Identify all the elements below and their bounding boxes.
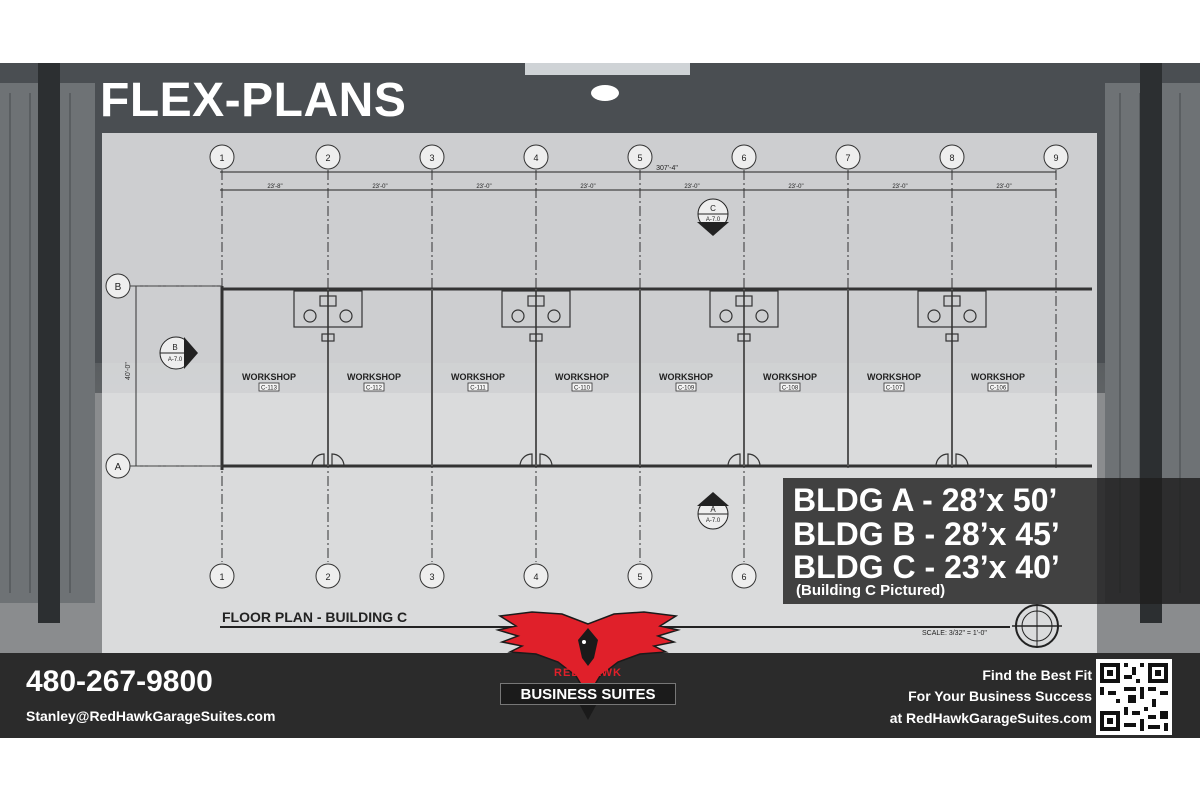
- unit-label: WORKSHOP C-112: [347, 372, 401, 392]
- phone-number[interactable]: 480-267-9800: [26, 665, 213, 698]
- grid-bubble-bottom-5: 5: [637, 572, 642, 582]
- unit-workshop-label: WORKSHOP: [347, 372, 401, 382]
- unit-number: C-113: [261, 386, 278, 392]
- overall-dimension: 307'-4": [656, 165, 678, 172]
- unit-label: WORKSHOP C-107: [867, 372, 921, 392]
- unit-workshop-label: WORKSHOP: [763, 372, 817, 382]
- unit-number: C-110: [574, 386, 591, 392]
- unit-workshop-label: WORKSHOP: [659, 372, 713, 382]
- grid-bubble-7: 7: [845, 153, 850, 163]
- restroom-fixtures: [917, 290, 987, 342]
- unit-label: WORKSHOP C-106: [971, 372, 1025, 392]
- unit-label: WORKSHOP C-108: [763, 372, 817, 392]
- building-note: (Building C Pictured): [796, 582, 946, 599]
- unit-label: WORKSHOP C-113: [242, 372, 296, 392]
- grid-bubble-2: 2: [325, 153, 330, 163]
- brand-name-bottom: BUSINESS SUITES: [500, 683, 676, 705]
- unit-workshop-label: WORKSHOP: [242, 372, 296, 382]
- depth-dimension: 40'-0": [125, 362, 132, 380]
- bay-dimension: 23'-0": [580, 184, 595, 190]
- tagline-line-3[interactable]: at RedHawkGarageSuites.com: [889, 710, 1092, 726]
- unit-number: C-108: [782, 386, 799, 392]
- restroom-fixtures: [293, 290, 363, 342]
- unit-label: WORKSHOP C-109: [659, 372, 713, 392]
- red-hawk-logo-icon: [495, 611, 681, 720]
- plan-title: FLOOR PLAN - BUILDING C: [222, 609, 407, 625]
- brand-name-top: RED HAWK: [554, 667, 622, 679]
- grid-bubble-8: 8: [949, 153, 954, 163]
- section-c-letter: C: [710, 204, 716, 213]
- section-marker-b: B A-7.0: [159, 336, 198, 370]
- grid-bubble-3: 3: [429, 153, 434, 163]
- section-b-letter: B: [172, 343, 177, 352]
- unit-workshop-label: WORKSHOP: [867, 372, 921, 382]
- page-title: FLEX-PLANS: [100, 74, 407, 127]
- section-b-sheet: A-7.0: [168, 357, 183, 363]
- building-c-size: BLDG C - 23’x 40’: [793, 549, 1060, 585]
- building-b-size: BLDG B - 28’x 45’: [793, 516, 1060, 552]
- unit-label: WORKSHOP C-111: [451, 372, 505, 392]
- grid-bubble-6: 6: [741, 153, 746, 163]
- unit-label: WORKSHOP C-110: [555, 372, 609, 392]
- plan-scale: SCALE: 3/32" = 1'-0": [922, 630, 987, 637]
- grid-bubble-bottom-1: 1: [219, 572, 224, 582]
- building-a-size: BLDG A - 28’x 50’: [793, 482, 1058, 518]
- section-marker-a: A A-7.0: [697, 492, 729, 530]
- tagline-line-2: For Your Business Success: [908, 688, 1092, 704]
- bay-dimension: 23'-0": [476, 184, 491, 190]
- unit-workshop-label: WORKSHOP: [451, 372, 505, 382]
- grid-bubble-4: 4: [533, 153, 538, 163]
- section-marker-c: C A-7.0: [697, 198, 729, 236]
- section-a-sheet: A-7.0: [706, 518, 721, 524]
- bay-dimension: 23'-0": [684, 184, 699, 190]
- bay-dimension: 23'-0": [996, 184, 1011, 190]
- unit-workshop-label: WORKSHOP: [971, 372, 1025, 382]
- unit-number: C-107: [886, 386, 903, 392]
- unit-workshop-label: WORKSHOP: [555, 372, 609, 382]
- restroom-fixtures: [501, 290, 571, 342]
- email-link[interactable]: Stanley@RedHawkGarageSuites.com: [26, 708, 276, 724]
- restroom-fixtures: [709, 290, 779, 342]
- row-label-b: B: [115, 282, 122, 293]
- tagline-line-1: Find the Best Fit: [982, 667, 1092, 683]
- grid-bubble-bottom-3: 3: [429, 572, 434, 582]
- north-arrow-icon: [1012, 604, 1062, 648]
- section-a-letter: A: [710, 505, 716, 514]
- unit-number: C-109: [678, 386, 695, 392]
- grid-bubble-bottom-4: 4: [533, 572, 538, 582]
- bay-dimension: 23'-0": [892, 184, 907, 190]
- grid-bubble-1: 1: [219, 153, 224, 163]
- grid-bubble-bottom-2: 2: [325, 572, 330, 582]
- unit-number: C-112: [366, 386, 383, 392]
- bay-dimension: 23'-8": [267, 184, 282, 190]
- unit-number: C-111: [470, 386, 486, 392]
- grid-bubble-5: 5: [637, 153, 642, 163]
- grid-bubble-bottom-6: 6: [741, 572, 746, 582]
- bay-dimension: 23'-0": [788, 184, 803, 190]
- row-label-a: A: [115, 462, 122, 473]
- section-c-sheet: A-7.0: [706, 217, 721, 223]
- building-sizes-panel: [783, 478, 1200, 604]
- qr-code-icon[interactable]: [1096, 659, 1172, 735]
- bay-dimension: 23'-0": [372, 184, 387, 190]
- unit-number: C-106: [990, 386, 1007, 392]
- grid-bubble-9: 9: [1053, 153, 1058, 163]
